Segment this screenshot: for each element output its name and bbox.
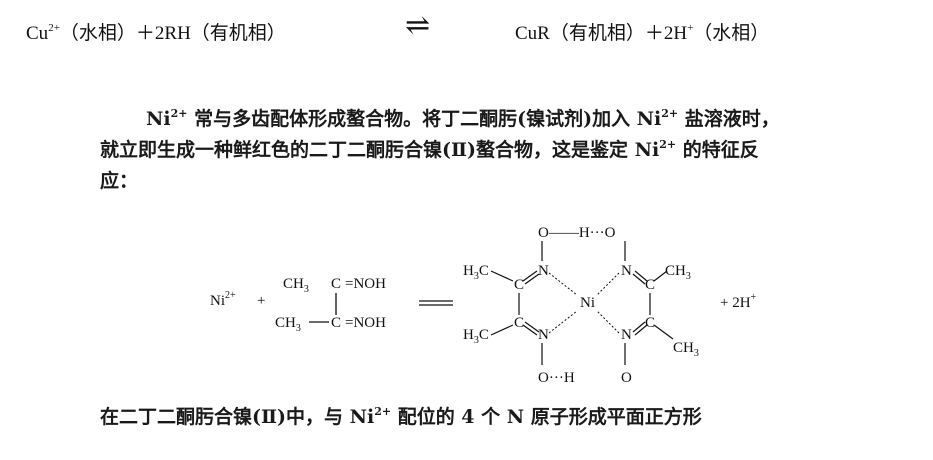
paragraph-line-1: Ni2+ 常与多齿配体形成螯合物。将丁二酮肟(镍试剂)加入 Ni2+ 盐溶液时， (146, 107, 780, 130)
hbond-bottom: O···H (538, 370, 575, 386)
ch3-top-right: CH3 (665, 263, 691, 282)
equation-left: Cu2+（水相）＋2RH（有机相） (26, 22, 286, 45)
nitrogen-left-top: N (538, 263, 549, 279)
reactant-ni-ion: Ni2+ (210, 290, 236, 309)
equation-right: CuR（有机相）＋2H+（水相） (515, 22, 770, 45)
carbon-bottom: C (331, 315, 341, 331)
equilibrium-arrow: ⇌ (405, 9, 431, 42)
reaction-scheme: Ni2+ + CH3 C =NOH CH3 C =NOH O——H···O H3… (210, 225, 757, 386)
noh-top: =NOH (345, 276, 386, 292)
carbon-left-top: C (514, 277, 524, 293)
noh-bottom: =NOH (345, 315, 386, 331)
h3c-top-left: H3C (463, 263, 489, 282)
nitrogen-left-bottom: N (538, 327, 549, 343)
carbon-right-top: C (645, 277, 655, 293)
methyl-bottom: CH3 (275, 315, 301, 334)
coordination-bonds (548, 272, 620, 334)
carbon-top: C (331, 276, 341, 292)
nitrogen-right-bottom: N (621, 327, 632, 343)
bottom-text: 在二丁二酮肟合镍(Ⅱ)中，与 Ni2+ 配位的 4 个 N 原子形成平面正方形 (100, 405, 702, 428)
ch3-bottom-right: CH3 (673, 340, 699, 359)
product-protons: + 2H+ (720, 292, 757, 311)
plus-sign: + (257, 293, 265, 309)
paragraph-line-2: 就立即生成一种鲜红色的二丁二酮肟合镍(Ⅱ)螯合物，这是鉴定 Ni2+ 的特征反 (100, 138, 759, 161)
paragraph: Ni2+ 常与多齿配体形成螯合物。将丁二酮肟(镍试剂)加入 Ni2+ 盐溶液时，… (100, 104, 900, 197)
carbon-left-bottom: C (514, 315, 524, 331)
methyl-top: CH3 (283, 276, 309, 295)
hbond-top: O——H···O (538, 225, 616, 241)
carbon-right-bottom: C (645, 315, 655, 331)
complex-bonds (490, 241, 674, 365)
h3c-bottom-left: H3C (463, 327, 489, 346)
paragraph-line-3: 应： (100, 170, 139, 192)
nitrogen-right-top: N (621, 263, 632, 279)
oxygen-bottom-right: O (621, 370, 632, 386)
nickel-center: Ni (580, 295, 595, 311)
